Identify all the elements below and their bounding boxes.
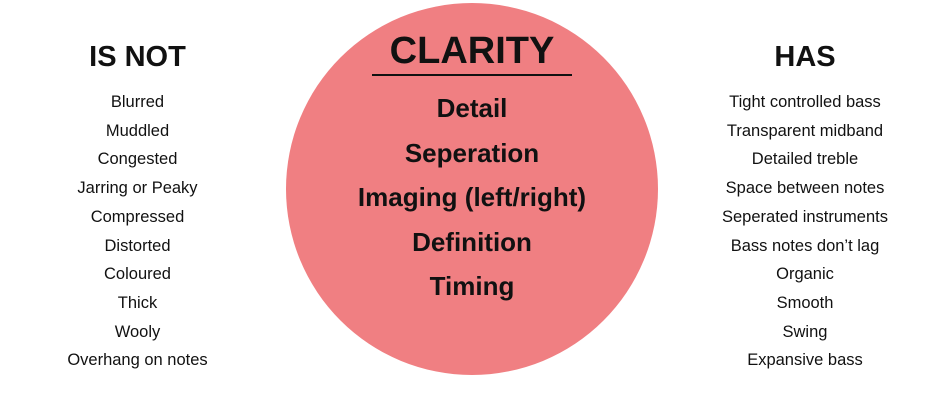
list-item: Blurred (110, 93, 165, 111)
list-item: Organic (776, 265, 834, 284)
list-item: Distorted (104, 236, 171, 255)
clarity-title: CLARITY (371, 30, 573, 76)
list-item: Tight controlled bass (729, 93, 881, 111)
list-item: Timing (429, 271, 515, 301)
list-item: Detail (436, 93, 508, 123)
list-item: Smooth (776, 293, 834, 312)
list-item: Seperation (404, 137, 540, 168)
list-item: Congested (97, 150, 178, 169)
list-item: Transparent midband (726, 121, 884, 140)
is-not-heading: IS NOT (89, 41, 186, 73)
list-item: Thick (117, 293, 158, 312)
list-item: Wooly (114, 322, 161, 341)
list-item: Seperated instruments (721, 207, 888, 226)
clarity-circle (286, 3, 658, 375)
list-item: Expansive bass (747, 351, 863, 370)
has-heading: HAS (774, 41, 836, 73)
list-item: Definition (412, 226, 532, 257)
list-item: Muddled (105, 121, 170, 140)
list-item: Overhang on notes (67, 351, 208, 370)
list-item: Detailed treble (751, 150, 859, 169)
list-item: Imaging (left/right) (357, 182, 587, 212)
list-item: Bass notes don’t lag (730, 236, 880, 255)
list-item: Coloured (104, 265, 171, 284)
list-item: Space between notes (725, 179, 885, 198)
list-item: Jarring or Peaky (77, 179, 198, 198)
list-item: Swing (782, 322, 828, 341)
list-item: Compressed (90, 207, 185, 226)
